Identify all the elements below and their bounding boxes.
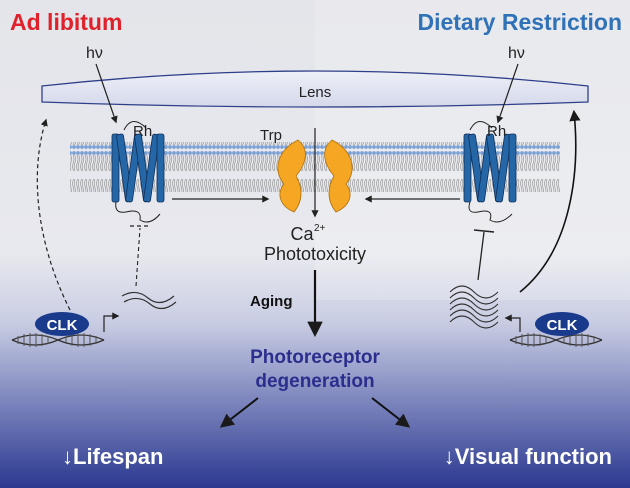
right-inhibition-line — [477, 231, 485, 281]
degeneration-label-line2: degeneration — [255, 371, 374, 392]
visual-function-arrow — [371, 397, 411, 428]
photon-left-label: hν — [86, 45, 103, 62]
aging-label: Aging — [250, 293, 293, 310]
visual-function-outcome: ↓Visual function — [444, 444, 612, 469]
left-panel-title: Ad libitum — [10, 9, 122, 35]
calcium-label: Ca — [290, 224, 314, 244]
photon-right-label: hν — [508, 45, 525, 62]
trp-channel — [277, 139, 353, 213]
clk-right-oval — [535, 312, 589, 336]
clk-right-label: CLK — [547, 317, 578, 334]
mrna-right — [449, 285, 499, 329]
right-promoter-arrow — [504, 314, 521, 332]
degeneration-label-line1: Photoreceptor — [250, 347, 380, 368]
phototoxicity-label: Phototoxicity — [264, 244, 366, 264]
left-promoter-arrow — [103, 312, 120, 332]
rh-right-label: Rh — [487, 123, 506, 140]
clk-left-label: CLK — [47, 317, 78, 334]
calcium-charge-label: 2+ — [314, 223, 326, 234]
left-weak-inhibition-line — [135, 227, 141, 287]
photon-left-arrow — [95, 63, 118, 124]
rhodopsin-left — [111, 121, 165, 223]
left-lens-feedback-arrow — [36, 118, 71, 311]
right-lens-feedback-arrow — [519, 109, 581, 293]
photon-right-arrow — [496, 63, 519, 124]
lifespan-outcome: ↓Lifespan — [62, 444, 163, 469]
rhodopsin-right — [463, 121, 517, 223]
right-inhibition-bar — [473, 229, 495, 233]
lifespan-arrow — [219, 397, 259, 428]
dna-right — [509, 333, 603, 347]
mrna-left — [121, 291, 177, 310]
lens — [41, 70, 589, 108]
dna-left — [11, 333, 105, 347]
trp-label: Trp — [260, 127, 282, 144]
clk-left-oval — [35, 312, 89, 336]
lens-label: Lens — [299, 84, 332, 101]
right-panel-title: Dietary Restriction — [417, 9, 622, 35]
rh-left-label: Rh — [133, 123, 152, 140]
